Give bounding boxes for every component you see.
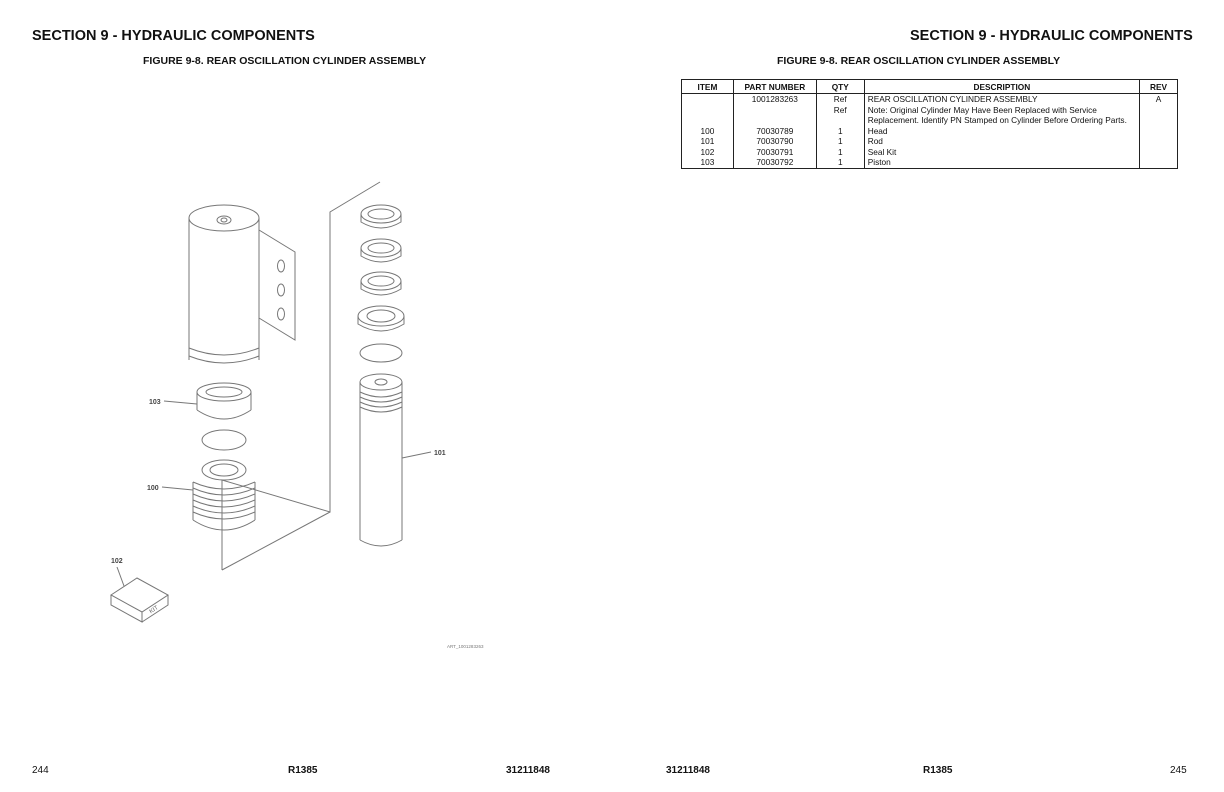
callout-101: 101 xyxy=(434,450,446,457)
callout-100: 100 xyxy=(147,485,159,492)
row-rev xyxy=(1139,125,1178,136)
seal-kit-box xyxy=(110,577,169,623)
group-outline xyxy=(221,181,381,570)
row-description: Head xyxy=(863,125,1141,136)
left-section-title: SECTION 9 - HYDRAULIC COMPONENTS xyxy=(32,28,315,44)
row-part-number: 70030789 xyxy=(732,125,817,136)
row-rev xyxy=(1139,136,1178,147)
row-description: Seal Kit xyxy=(863,146,1141,157)
callout-102: 102 xyxy=(111,558,123,565)
table-row: 102 70030791 1 Seal Kit xyxy=(681,146,1178,157)
row-part-number: 70030790 xyxy=(732,136,817,147)
row-part-number: 1001283263 xyxy=(732,93,817,105)
right-revision: R1385 xyxy=(923,765,953,776)
header-qty: QTY xyxy=(815,79,865,94)
rod-seals-stack xyxy=(357,204,405,363)
table-row: 100 70030789 1 Head xyxy=(681,125,1178,136)
row-description: Note: Original Cylinder May Have Been Re… xyxy=(863,104,1141,126)
row-part-number xyxy=(732,104,817,126)
row-description: REAR OSCILLATION CYLINDER ASSEMBLY xyxy=(863,93,1141,105)
head-part xyxy=(192,459,256,531)
row-qty: 1 xyxy=(815,125,865,136)
header-item: ITEM xyxy=(681,79,734,94)
table-row: 101 70030790 1 Rod xyxy=(681,136,1178,147)
row-qty: 1 xyxy=(815,136,865,147)
row-description: Rod xyxy=(863,136,1141,147)
row-qty: Ref xyxy=(815,104,865,126)
row-qty: 1 xyxy=(815,157,865,169)
header-description: DESCRIPTION xyxy=(863,79,1141,94)
row-rev: A xyxy=(1139,93,1178,105)
row-qty: Ref xyxy=(815,93,865,105)
o-ring-part xyxy=(201,429,247,451)
header-part-number: PART NUMBER xyxy=(732,79,817,94)
left-revision: R1385 xyxy=(288,765,318,776)
exploded-view-diagram: 103 100 101 102 KIT ART_1001283263 xyxy=(110,181,484,649)
art-id: ART_1001283263 xyxy=(447,644,484,649)
row-rev xyxy=(1139,104,1178,126)
parts-table: ITEM PART NUMBER QTY DESCRIPTION REV 100… xyxy=(681,79,1178,169)
row-item: 102 xyxy=(681,146,734,157)
header-rev: REV xyxy=(1139,79,1178,94)
piston-part xyxy=(196,382,252,420)
left-page-number: 244 xyxy=(32,765,49,776)
right-doc-number: 31211848 xyxy=(666,765,710,776)
cylinder-barrel xyxy=(188,204,296,364)
left-doc-number: 31211848 xyxy=(506,765,550,776)
table-row: Ref Note: Original Cylinder May Have Bee… xyxy=(681,104,1178,126)
parts-table-header: ITEM PART NUMBER QTY DESCRIPTION REV xyxy=(681,79,1178,94)
row-item: 101 xyxy=(681,136,734,147)
callout-103: 103 xyxy=(149,399,161,406)
right-section-title: SECTION 9 - HYDRAULIC COMPONENTS xyxy=(910,28,1193,44)
rod-part xyxy=(359,373,403,547)
row-item: 103 xyxy=(681,157,734,169)
right-figure-title: FIGURE 9-8. REAR OSCILLATION CYLINDER AS… xyxy=(777,55,1061,67)
left-figure-title: FIGURE 9-8. REAR OSCILLATION CYLINDER AS… xyxy=(143,55,427,67)
row-item xyxy=(681,104,734,126)
table-row: 103 70030792 1 Piston xyxy=(681,157,1178,169)
row-item: 100 xyxy=(681,125,734,136)
right-page-number: 245 xyxy=(1170,765,1187,776)
row-item xyxy=(681,93,734,105)
row-rev xyxy=(1139,146,1178,157)
table-row: 1001283263 Ref REAR OSCILLATION CYLINDER… xyxy=(681,93,1178,105)
row-qty: 1 xyxy=(815,146,865,157)
row-description: Piston xyxy=(863,157,1141,169)
kit-label: KIT xyxy=(149,605,160,615)
row-part-number: 70030792 xyxy=(732,157,817,169)
row-rev xyxy=(1139,157,1178,169)
row-part-number: 70030791 xyxy=(732,146,817,157)
